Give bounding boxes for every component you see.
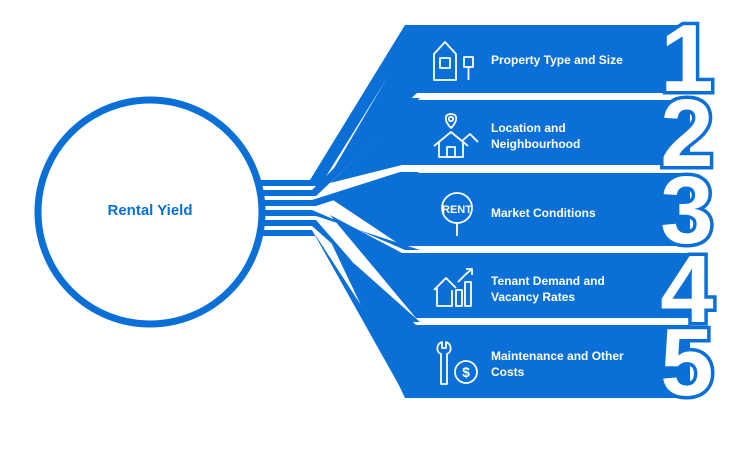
item-band-3 bbox=[330, 173, 690, 246]
item-number-2: 2 bbox=[657, 80, 717, 187]
item-label-1: Property Type and Size bbox=[491, 53, 623, 67]
item-band-2 bbox=[330, 100, 690, 183]
connector-2 bbox=[255, 98, 420, 196]
svg-text:RENT: RENT bbox=[442, 204, 472, 216]
rent-sign-icon: RENT bbox=[441, 192, 473, 236]
wrench-dollar-icon: $ bbox=[436, 341, 478, 385]
item-number-1: 1 bbox=[657, 5, 717, 112]
connector-3 bbox=[255, 172, 420, 206]
item-band-5 bbox=[330, 240, 690, 398]
hub-circle bbox=[34, 96, 266, 328]
item-label-2: Location and Neighbourhood bbox=[491, 121, 581, 151]
connector-5 bbox=[255, 220, 420, 322]
svg-text:$: $ bbox=[462, 364, 470, 380]
item-band-4 bbox=[330, 215, 690, 318]
item-number-5: 5 bbox=[657, 309, 717, 416]
item-label-3: Market Conditions bbox=[491, 206, 596, 220]
item-band-1 bbox=[330, 25, 690, 175]
location-house-icon bbox=[433, 113, 479, 158]
house-signpost-icon bbox=[433, 41, 474, 81]
item-label-4: Tenant Demand and Vacancy Rates bbox=[491, 274, 605, 304]
hub-label: Rental Yield bbox=[107, 202, 193, 219]
item-number-4: 4 bbox=[657, 236, 717, 343]
house-growth-chart-icon bbox=[433, 268, 473, 307]
item-number-3: 3 bbox=[657, 157, 717, 264]
item-label-5: Maintenance and Other Costs bbox=[491, 349, 624, 379]
connector-1 bbox=[255, 25, 420, 186]
